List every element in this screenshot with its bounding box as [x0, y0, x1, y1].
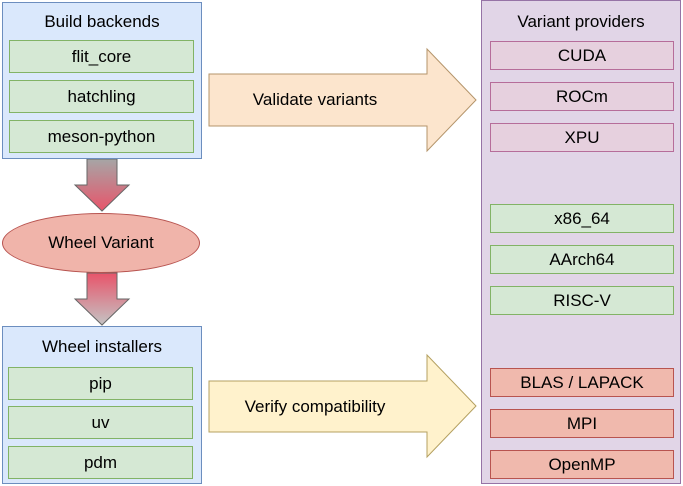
provider-item-risc-v: RISC-V	[490, 286, 674, 315]
build-backends-panel: Build backends flit_core hatchling meson…	[2, 2, 202, 159]
wheel-installers-title: Wheel installers	[42, 337, 162, 356]
provider-item-mpi: MPI	[490, 409, 674, 438]
provider-item-aarch64: AArch64	[490, 245, 674, 274]
installer-item-pip: pip	[8, 367, 193, 400]
validate-arrow-shape	[208, 47, 477, 153]
backend-item-hatchling: hatchling	[9, 80, 194, 113]
down-arrow-top	[73, 158, 131, 212]
validate-variants-label: Validate variants	[252, 90, 378, 109]
verify-arrow-shape	[208, 353, 477, 459]
verify-compatibility-label: Verify compatibility	[244, 397, 386, 416]
wheel-installers-panel: Wheel installers pip uv pdm	[2, 326, 202, 484]
installer-item-uv: uv	[8, 406, 193, 439]
provider-item-rocm: ROCm	[490, 82, 674, 111]
installer-item-pdm: pdm	[8, 446, 193, 479]
backend-item-flit-core: flit_core	[9, 40, 194, 73]
backend-item-meson-python: meson-python	[9, 120, 194, 153]
provider-item-x86-64: x86_64	[490, 204, 674, 233]
provider-item-xpu: XPU	[490, 123, 674, 152]
variant-providers-panel: Variant providers CUDA ROCm XPU x86_64 A…	[481, 0, 681, 484]
provider-item-cuda: CUDA	[490, 41, 674, 70]
variant-providers-title: Variant providers	[517, 12, 645, 31]
wheel-variant-node: Wheel Variant	[2, 213, 200, 273]
provider-item-openmp: OpenMP	[490, 450, 674, 479]
down-arrow-bottom	[73, 272, 131, 326]
build-backends-title: Build backends	[44, 12, 160, 31]
provider-item-blas-lapack: BLAS / LAPACK	[490, 368, 674, 397]
